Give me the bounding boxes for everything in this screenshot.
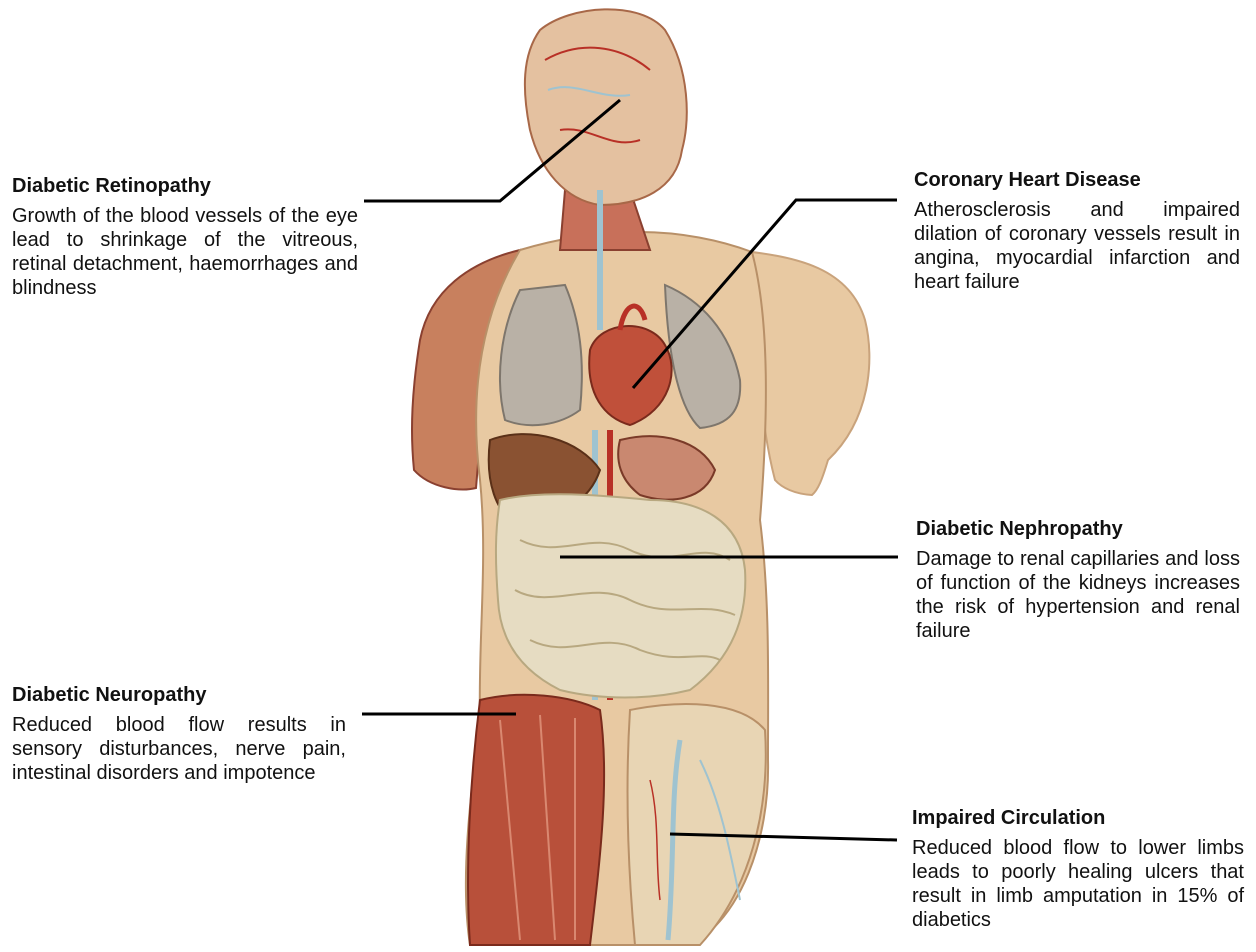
- nephropathy-text: Damage to renal capillaries and loss of …: [916, 547, 1240, 643]
- right-thigh: [628, 704, 766, 945]
- left-thigh: [468, 695, 604, 945]
- nephropathy-callout: Diabetic Nephropathy Damage to renal cap…: [916, 517, 1240, 643]
- retinopathy-callout: Diabetic Retinopathy Growth of the blood…: [12, 174, 358, 300]
- neuropathy-callout: Diabetic Neuropathy Reduced blood flow r…: [12, 683, 346, 785]
- circulation-title: Impaired Circulation: [912, 806, 1244, 830]
- neuropathy-title: Diabetic Neuropathy: [12, 683, 346, 707]
- retinopathy-title: Diabetic Retinopathy: [12, 174, 358, 198]
- neuropathy-text: Reduced blood flow results in sensory di…: [12, 713, 346, 785]
- heart-title: Coronary Heart Disease: [914, 168, 1240, 192]
- retinopathy-text: Growth of the blood vessels of the eye l…: [12, 204, 358, 300]
- circulation-text: Reduced blood flow to lower limbs leads …: [912, 836, 1244, 932]
- nephropathy-title: Diabetic Nephropathy: [916, 517, 1240, 541]
- left-lung: [500, 285, 582, 425]
- heart-callout: Coronary Heart Disease Atherosclerosis a…: [914, 168, 1240, 294]
- circulation-callout: Impaired Circulation Reduced blood flow …: [912, 806, 1244, 932]
- heart-text: Atherosclerosis and impaired dilation of…: [914, 198, 1240, 294]
- head: [525, 9, 687, 205]
